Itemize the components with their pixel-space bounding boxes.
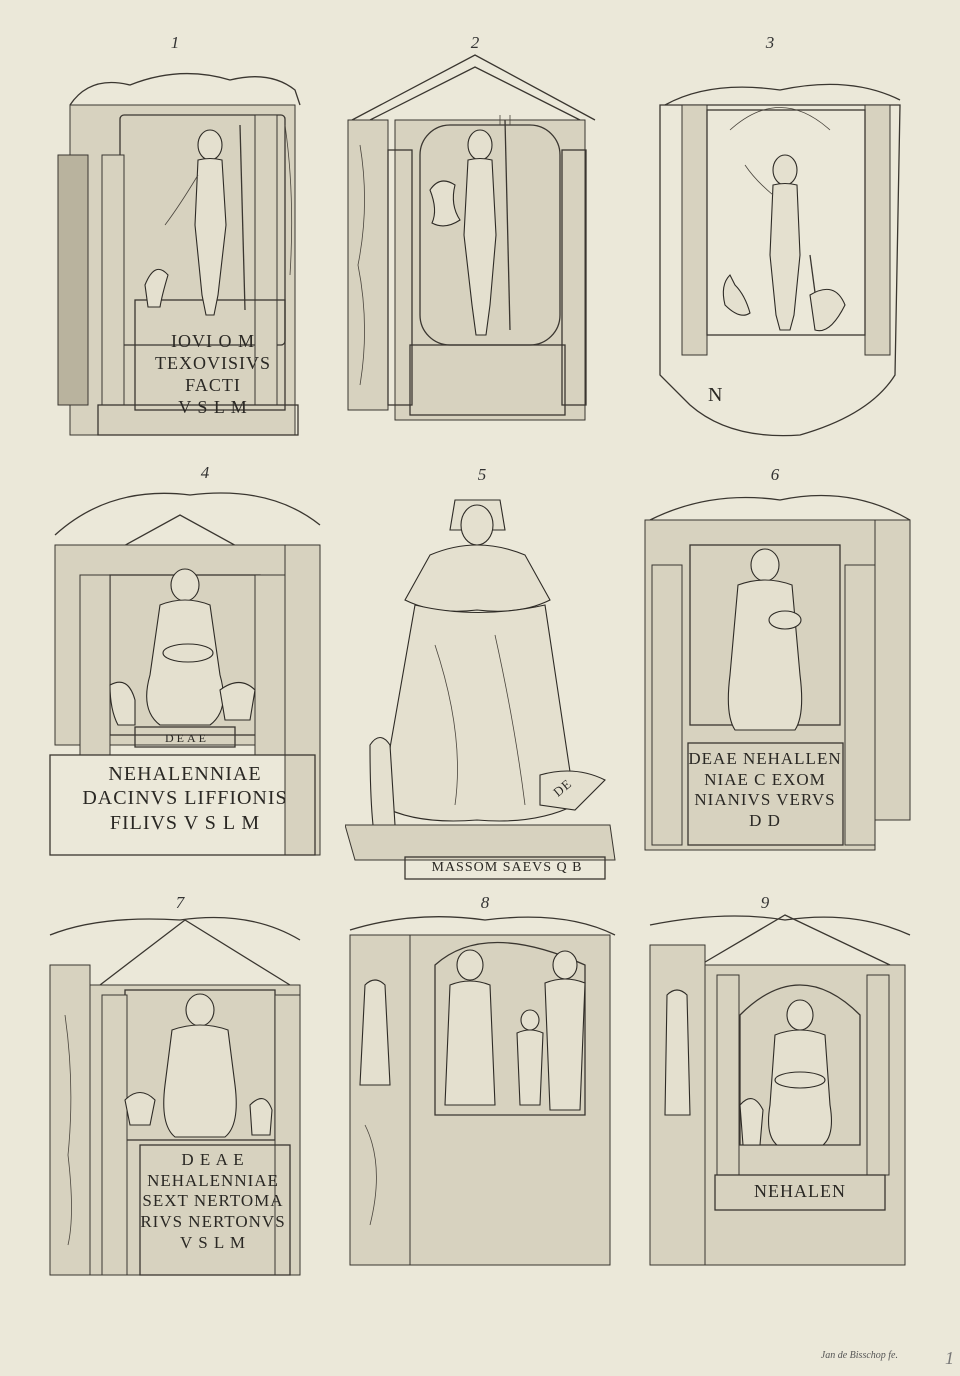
dog-shape-9 (739, 1098, 764, 1146)
statue-5-number: 5 (477, 465, 487, 484)
corner-mark: 1 (945, 1348, 954, 1368)
hercules-relief (664, 989, 691, 1116)
altar-3-number: 3 (765, 33, 775, 52)
altar-1-inscription: IOVI O M TEXOVISIVS FACTI V S L M (138, 331, 288, 419)
altar-7-line-5: V S L M (179, 1232, 247, 1252)
altar-8-drawing (349, 916, 616, 1266)
altar-6-line-2: NIAE C EXOM (704, 769, 826, 789)
nehalennia-standing-figure-8 (444, 949, 496, 1106)
nehalennia-seated-figure-4 (146, 568, 224, 726)
dolphin-shape (429, 180, 461, 227)
altar-7-inscription: D E A E NEHALENNIAE SEXT NERTOMA RIVS NE… (128, 1150, 298, 1254)
statue-5-drawing (344, 499, 616, 880)
altar-8: 8 (345, 893, 625, 1280)
altar-9-drawing (649, 914, 911, 1266)
altar-6-inscription: DEAE NEHALLEN NIAE C EXOM NIANIVS VERVS … (675, 749, 855, 832)
altar-4-drawing (49, 492, 321, 856)
fruit-basket-7 (124, 1091, 156, 1126)
altar-6-number: 6 (770, 465, 780, 484)
jupiter-figure (164, 124, 246, 316)
altar-7-line-1: D E A E (181, 1150, 245, 1169)
eagle-shape (144, 268, 169, 308)
altar-1-line-2: TEXOVISIVS (155, 352, 271, 373)
fruit-basket-4 (219, 681, 256, 721)
altar-4-line-3: FILIVS V S L M (109, 811, 261, 834)
altar-2-drawing (347, 54, 596, 421)
altar-6-line-4: D D (749, 811, 781, 831)
altar-1-number: 1 (170, 33, 180, 52)
altar-1-line-4: V S L M (178, 396, 248, 417)
nehalennia-seated-figure-9 (768, 999, 832, 1146)
altar-1-drawing (57, 72, 301, 436)
altar-7: 7 D E A E NEHALENNIAE SEXT NERTOMA RIVS … (40, 893, 320, 1290)
altar-4-line-2: DACINVS LIFFIONIS (82, 787, 288, 810)
altar-4: 4 DEAE NEHALENNIAE DACINVS LIFFIONIS FIL… (40, 463, 330, 865)
altar-4-number: 4 (200, 463, 210, 482)
altar-4-line-1: NEHALENNIAE (108, 763, 262, 785)
statue-5-base-inscription: MASSOM SAEVS Q B (431, 860, 583, 875)
nehalennia-standing-figure (379, 499, 576, 822)
altar-9: 9 NEHALEN (645, 893, 920, 1285)
dog-shape-7 (249, 1098, 273, 1136)
altar-7-line-4: RIVS NERTONVS (140, 1212, 286, 1232)
goose-shape (722, 274, 751, 316)
altar-9-inscription: NEHALEN (754, 1181, 846, 1201)
altar-6-line-1: DEAE NEHALLEN (688, 749, 842, 768)
altar-4-small-label: DEAE (165, 731, 209, 745)
statue-5: 5 DE MASSOM SAEVS Q B (344, 465, 620, 885)
altar-7-drawing (49, 916, 301, 1276)
nehalennia-seated-figure-6 (727, 548, 803, 731)
altar-7-number: 7 (175, 893, 185, 912)
altar-7-line-3: SEXT NERTOMA (142, 1191, 284, 1211)
figure-relief-side (359, 979, 391, 1086)
altar-3: 3 N (650, 33, 915, 455)
neptune-figure (463, 115, 511, 336)
altar-1-line-3: FACTI (185, 374, 241, 395)
dog-shape-4 (109, 681, 136, 726)
altar-9-number: 9 (760, 893, 770, 912)
altar-6-line-3: NIANIVS VERVS (694, 790, 836, 810)
altar-3-inscription: N (708, 384, 724, 406)
scroll-shape (539, 770, 606, 811)
altar-1: 1 IOVI O M TEXOVISIVS FACTI V S L M (50, 33, 310, 460)
neptune-figure-2 (744, 154, 821, 331)
altar-4-inscription: NEHALENNIAE DACINVS LIFFIONIS FILIVS V S… (40, 762, 330, 835)
altar-8-number: 8 (480, 893, 490, 912)
altar-3-drawing (659, 83, 901, 437)
nehalennia-seated-figure-7 (163, 993, 237, 1138)
altar-2-number: 2 (470, 33, 480, 52)
altar-7-line-2: NEHALENNIAE (147, 1170, 279, 1190)
altar-6-drawing (644, 494, 911, 851)
altar-1-line-1: IOVI O M (171, 331, 255, 351)
worshippers-figures (516, 950, 586, 1111)
altar-2: 2 (340, 33, 610, 440)
altar-6: 6 DEAE NEHALLEN NIAE C EXOM NIANIVS VERV… (630, 465, 920, 860)
engraver-signature: Jan de Bisschop fe. (820, 1350, 898, 1361)
dolphin-shape-3 (809, 288, 846, 332)
